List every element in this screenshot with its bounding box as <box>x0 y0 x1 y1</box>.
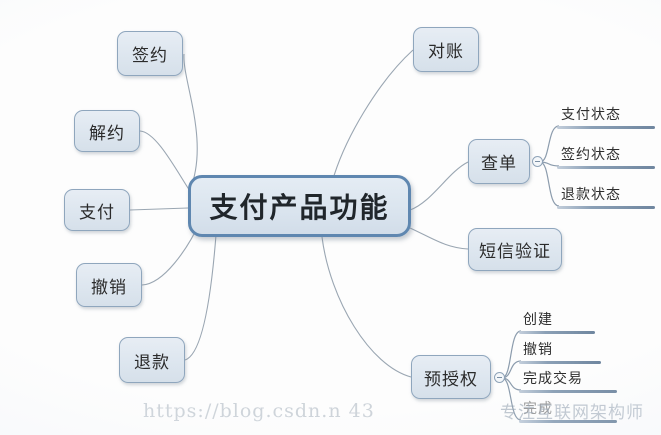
connector-root-to-zhifu <box>129 207 189 211</box>
leaf-node-chadan-2[interactable]: 退款状态 <box>557 184 655 209</box>
leaf-underline <box>519 420 617 423</box>
leaf-underline <box>519 331 595 334</box>
branch-node-label: 退款 <box>134 352 170 373</box>
leaf-node-label: 撤销 <box>523 342 553 358</box>
connector-root-to-qianyue <box>183 53 198 191</box>
watermark-url: https://blog.csdn.n 43 <box>143 400 375 422</box>
branch-node-chexiao[interactable]: 撤销 <box>76 263 142 307</box>
branch-node-label: 撤销 <box>91 277 127 298</box>
leaf-node-yushouquan-2[interactable]: 完成交易 <box>519 368 617 393</box>
connector-root-to-yushouquan <box>321 236 412 378</box>
root-node-label: 支付产品功能 <box>209 191 390 224</box>
branch-node-label: 预授权 <box>424 369 478 390</box>
branch-node-label: 短信验证 <box>479 242 551 262</box>
leaf-underline <box>557 126 655 129</box>
leaf-underline <box>519 390 617 393</box>
branch-node-duanxin[interactable]: 短信验证 <box>468 228 562 271</box>
root-node[interactable]: 支付产品功能 <box>188 175 411 237</box>
collapse-toggle-chadan[interactable] <box>532 156 543 167</box>
branch-node-tuikuan[interactable]: 退款 <box>119 337 185 383</box>
branch-node-chadan[interactable]: 查单 <box>468 139 530 184</box>
connector-root-to-tuikuan <box>184 234 217 361</box>
connector-root-to-chadan <box>409 161 469 211</box>
branch-node-label: 支付 <box>79 202 115 223</box>
branch-node-yushouquan[interactable]: 预授权 <box>411 355 491 399</box>
connector-root-to-duanxin <box>409 227 469 250</box>
branch-node-zhifu[interactable]: 支付 <box>64 189 130 231</box>
leaf-node-chadan-0[interactable]: 支付状态 <box>557 104 655 129</box>
leaf-underline <box>557 166 655 169</box>
leaf-node-label: 完成 <box>523 401 553 417</box>
leaf-node-chadan-1[interactable]: 签约状态 <box>557 144 655 169</box>
leaf-node-label: 签约状态 <box>561 147 621 163</box>
leaf-underline <box>557 206 655 209</box>
collapse-toggle-yushouquan[interactable] <box>494 372 505 383</box>
leaf-node-label: 完成交易 <box>523 371 583 387</box>
leaf-node-label: 创建 <box>523 312 553 328</box>
leaf-node-yushouquan-3[interactable]: 完成 <box>519 398 617 423</box>
leaf-underline <box>519 361 601 364</box>
leaf-node-label: 退款状态 <box>561 187 621 203</box>
branch-node-label: 签约 <box>132 46 168 66</box>
branch-node-qianyue[interactable]: 签约 <box>117 31 183 76</box>
branch-node-duizhang[interactable]: 对账 <box>413 27 479 72</box>
branch-node-label: 解约 <box>89 123 125 144</box>
connector-root-to-duizhang <box>329 49 414 191</box>
branch-node-label: 对账 <box>428 42 464 62</box>
leaf-node-yushouquan-1[interactable]: 撤销 <box>519 339 601 364</box>
leaf-node-yushouquan-0[interactable]: 创建 <box>519 309 595 334</box>
branch-node-label: 查单 <box>481 154 517 174</box>
branch-node-jieyue[interactable]: 解约 <box>74 110 140 152</box>
leaf-node-label: 支付状态 <box>561 107 621 123</box>
